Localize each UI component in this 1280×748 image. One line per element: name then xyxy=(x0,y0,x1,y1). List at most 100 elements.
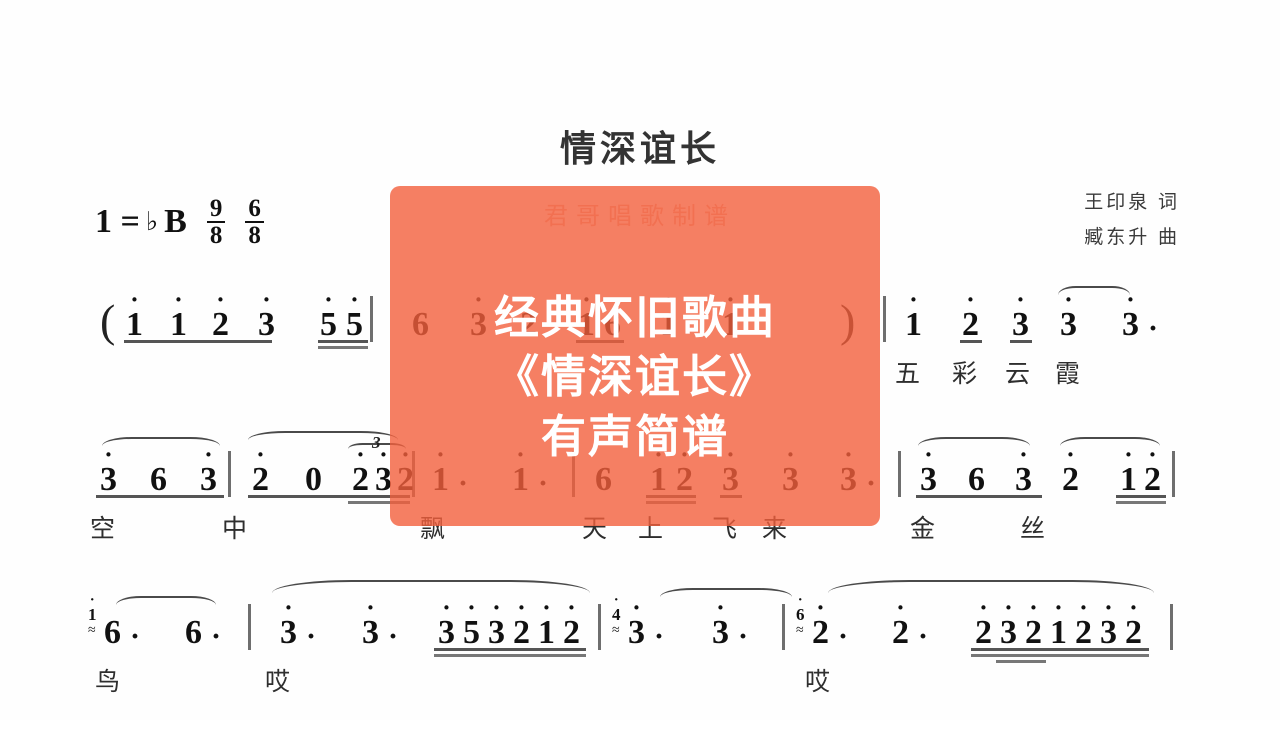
note: 3· xyxy=(1060,285,1077,343)
note: 6 xyxy=(185,614,202,651)
grace-slash-icon: ≈ xyxy=(796,623,804,638)
duration-dot-icon: · xyxy=(918,620,929,653)
octave-dot-icon: · xyxy=(1019,440,1028,469)
duration-dot-icon: · xyxy=(654,620,665,653)
time-signature-2: 6 8 xyxy=(245,196,264,248)
stave-3-lyrics: 鸟哎哎 xyxy=(0,670,1280,720)
note: 3· xyxy=(920,440,937,498)
note: 3· xyxy=(100,440,117,498)
beam xyxy=(124,340,272,343)
beam xyxy=(1116,495,1166,498)
duration-dot-icon: · xyxy=(306,620,317,653)
lyric-syllable: 丝 xyxy=(1020,515,1046,543)
ts2-numerator: 6 xyxy=(248,195,261,222)
octave-dot-icon: · xyxy=(979,593,988,622)
grace-note: 6· xyxy=(796,592,805,624)
beam xyxy=(318,346,368,349)
lyric-syllable: 彩 xyxy=(952,360,978,388)
octave-dot-icon: · xyxy=(1124,440,1133,469)
note: 3· xyxy=(488,593,505,651)
duration-dot-icon: · xyxy=(838,620,849,653)
triplet-label: 3 xyxy=(372,433,381,452)
note: 2· xyxy=(812,593,829,651)
octave-dot-icon: · xyxy=(797,592,803,608)
beam xyxy=(434,654,586,657)
note: 1· xyxy=(170,285,187,343)
octave-dot-icon: · xyxy=(924,440,933,469)
octave-dot-icon: · xyxy=(262,285,271,314)
lyric-syllable: 鸟 xyxy=(95,668,121,696)
overlay-line-3: 有声简谱 xyxy=(540,410,729,462)
octave-dot-icon: · xyxy=(1054,593,1063,622)
barline xyxy=(1170,604,1173,650)
beam xyxy=(434,648,586,651)
note: 3· xyxy=(1012,285,1029,343)
octave-dot-icon: · xyxy=(567,593,576,622)
note: 3· xyxy=(712,593,729,651)
note: 3· xyxy=(362,593,379,651)
note: 3· xyxy=(200,440,217,498)
lyricist-credit: 王印泉 词 xyxy=(1084,192,1180,213)
note: 6 xyxy=(150,461,167,498)
note: 3· xyxy=(1122,285,1139,343)
sheet-music-page: 君哥唱歌制谱 情深谊长 1 =♭B 9 8 6 8 王印泉 词 臧东升 曲 xyxy=(0,128,1280,695)
note: 3· xyxy=(280,593,297,651)
note: 3· xyxy=(1000,593,1017,651)
lyric-syllable: 中 xyxy=(222,515,248,543)
note: 6 xyxy=(104,614,121,651)
note: 2· xyxy=(975,593,992,651)
lyric-syllable: 空 xyxy=(90,515,116,543)
beam xyxy=(916,495,1042,498)
key-signature: 1 =♭B 9 8 6 8 xyxy=(95,196,264,248)
note: 5· xyxy=(463,593,480,651)
octave-dot-icon: · xyxy=(1004,593,1013,622)
octave-dot-icon: · xyxy=(909,285,918,314)
octave-dot-icon: · xyxy=(1148,440,1157,469)
credits-block: 王印泉 词 臧东升 曲 xyxy=(1084,185,1180,255)
octave-dot-icon: · xyxy=(1079,593,1088,622)
lyric-syllable: 哎 xyxy=(265,668,291,696)
note: 2· xyxy=(1075,593,1092,651)
key-note: B xyxy=(164,203,187,240)
octave-dot-icon: · xyxy=(89,592,95,608)
octave-dot-icon: · xyxy=(613,592,619,608)
octave-dot-icon: · xyxy=(896,593,905,622)
beam xyxy=(960,340,982,343)
stave-1-lyrics: 五彩云霞 xyxy=(0,362,1280,412)
octave-dot-icon: · xyxy=(1066,440,1075,469)
barline xyxy=(898,451,901,497)
duration-dot-icon: · xyxy=(388,620,399,653)
octave-dot-icon: · xyxy=(1016,285,1025,314)
octave-dot-icon: · xyxy=(356,440,365,469)
barline xyxy=(598,604,601,650)
barline xyxy=(1172,451,1175,497)
note: 2· xyxy=(1062,440,1079,498)
note: 5· xyxy=(346,285,363,343)
note: 1· xyxy=(126,285,143,343)
lyric-syllable: 霞 xyxy=(1055,360,1081,388)
octave-dot-icon: · xyxy=(492,593,501,622)
note: 3· xyxy=(375,440,392,498)
slur xyxy=(918,437,1030,455)
grace-note: 4· xyxy=(612,592,621,624)
stave-3: 1·≈6·6·3··3··3·5·3·2·1·2·4·≈3··3··6·≈2··… xyxy=(0,580,1280,748)
note: 3· xyxy=(628,593,645,651)
octave-dot-icon: · xyxy=(379,440,388,469)
note: 2· xyxy=(212,285,229,343)
note: 3· xyxy=(258,285,275,343)
octave-dot-icon: · xyxy=(366,593,375,622)
note: 2· xyxy=(252,440,269,498)
note: 2· xyxy=(962,285,979,343)
title-overlay-card: 经典怀旧歌曲 《情深谊长》 有声简谱 xyxy=(390,186,880,526)
repeat-paren: ( xyxy=(100,295,116,346)
octave-dot-icon: · xyxy=(517,593,526,622)
ts1-numerator: 9 xyxy=(209,195,223,222)
octave-dot-icon: · xyxy=(966,285,975,314)
note: 2· xyxy=(892,593,909,651)
duration-dot-icon: · xyxy=(1148,312,1159,345)
octave-dot-icon: · xyxy=(324,285,333,314)
slur xyxy=(828,580,1154,606)
slur xyxy=(1060,437,1160,455)
octave-dot-icon: · xyxy=(632,593,641,622)
note: 3· xyxy=(1100,593,1117,651)
